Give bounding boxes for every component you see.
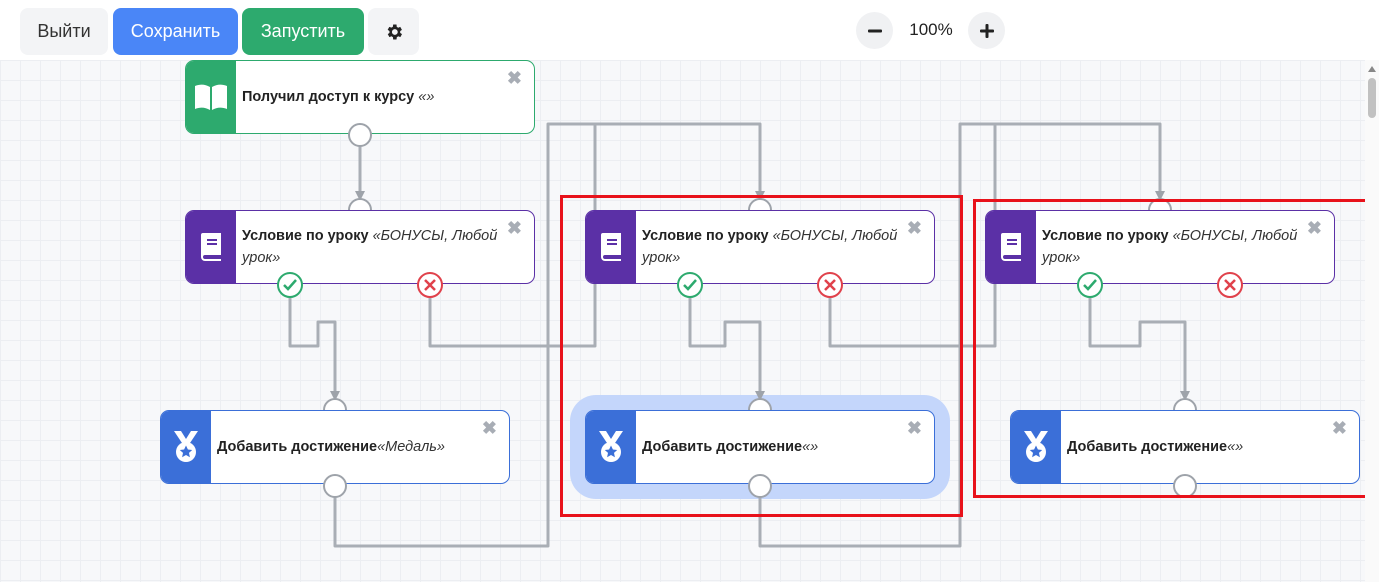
output-port[interactable] [748, 474, 772, 498]
x-icon [424, 279, 436, 291]
close-icon[interactable]: ✖ [506, 218, 522, 238]
zoom-level: 100% [909, 20, 953, 39]
yes-port[interactable] [677, 272, 703, 298]
node-title: Добавить достижение [217, 439, 378, 455]
no-port[interactable] [417, 272, 443, 298]
output-port[interactable] [348, 123, 372, 147]
node-value: «БОНУСЫ, Любой урок» [642, 228, 898, 266]
highlight-box [560, 195, 963, 517]
check-icon [283, 279, 297, 291]
medal-icon [1024, 431, 1048, 462]
add-achievement-node[interactable]: Добавить достижение«Медаль» ✖ [160, 410, 510, 484]
node-title: Условие по уроку [1042, 228, 1169, 244]
save-button[interactable]: Сохранить [113, 8, 238, 55]
check-icon [683, 279, 697, 291]
node-label: Условие по уроку «БОНУСЫ, Любой урок» [642, 211, 904, 283]
output-port[interactable] [323, 474, 347, 498]
node-value: «» [802, 439, 819, 455]
node-title: Условие по уроку [642, 228, 769, 244]
medal-icon [174, 431, 198, 462]
access-node-strip [186, 61, 236, 133]
zoom-in-button[interactable] [968, 12, 1005, 49]
lesson-condition-node[interactable]: Условие по уроку «БОНУСЫ, Любой урок» ✖ [585, 210, 935, 284]
toolbar: Выйти Сохранить Запустить 100% [0, 0, 1379, 61]
highlight-box [973, 199, 1370, 498]
node-label: Добавить достижение«» [1067, 411, 1329, 483]
achievement-node-strip [586, 411, 636, 483]
gear-icon [387, 24, 402, 39]
close-icon[interactable]: ✖ [506, 68, 522, 88]
node-label: Добавить достижение«» [642, 411, 904, 483]
lesson-condition-node[interactable]: Условие по уроку «БОНУСЫ, Любой урок» ✖ [985, 210, 1335, 284]
yes-port[interactable] [1077, 272, 1103, 298]
node-value: «» [1227, 439, 1244, 455]
no-port[interactable] [1217, 272, 1243, 298]
node-title: Добавить достижение [642, 439, 803, 455]
lesson-condition-node[interactable]: Условие по уроку «БОНУСЫ, Любой урок» ✖ [185, 210, 535, 284]
lesson-node-strip [986, 211, 1036, 283]
settings-button[interactable] [368, 8, 419, 55]
vertical-scrollbar[interactable] [1365, 60, 1379, 582]
node-title: Условие по уроку [242, 228, 369, 244]
close-icon[interactable]: ✖ [1331, 418, 1347, 438]
close-icon[interactable]: ✖ [1306, 218, 1322, 238]
exit-button[interactable]: Выйти [20, 8, 108, 55]
run-button[interactable]: Запустить [242, 8, 364, 55]
zoom-out-button[interactable] [856, 12, 893, 49]
medal-icon [599, 431, 623, 462]
node-value: «БОНУСЫ, Любой урок» [1042, 228, 1298, 266]
book-icon [601, 233, 621, 261]
node-label: Условие по уроку «БОНУСЫ, Любой урок» [1042, 211, 1304, 283]
x-icon [824, 279, 836, 291]
add-achievement-node-selected[interactable]: Добавить достижение«» ✖ [585, 410, 935, 484]
yes-port[interactable] [277, 272, 303, 298]
book-icon [201, 233, 221, 261]
open-book-icon [195, 84, 227, 110]
scrollbar-thumb[interactable] [1368, 78, 1376, 118]
node-title: Добавить достижение [1067, 439, 1228, 455]
close-icon[interactable]: ✖ [906, 218, 922, 238]
node-title: Получил доступ к курсу [242, 89, 415, 105]
no-port[interactable] [817, 272, 843, 298]
close-icon[interactable]: ✖ [906, 418, 922, 438]
access-trigger-node[interactable]: Получил доступ к курсу «» ✖ [185, 60, 535, 134]
close-icon[interactable]: ✖ [481, 418, 497, 438]
plus-icon [979, 23, 994, 38]
minus-icon [867, 29, 882, 32]
scroll-up-arrow[interactable] [1368, 66, 1376, 72]
output-port[interactable] [1173, 474, 1197, 498]
achievement-node-strip [161, 411, 211, 483]
node-value: «» [418, 89, 435, 105]
lesson-node-strip [586, 211, 636, 283]
node-label: Условие по уроку «БОНУСЫ, Любой урок» [242, 211, 504, 283]
lesson-node-strip [186, 211, 236, 283]
workflow-canvas[interactable]: Получил доступ к курсу «» ✖ Условие по у… [0, 60, 1379, 582]
book-icon [1001, 233, 1021, 261]
node-label: Получил доступ к курсу «» [242, 61, 504, 133]
x-icon [1224, 279, 1236, 291]
node-label: Добавить достижение«Медаль» [217, 411, 479, 483]
node-value: «Медаль» [377, 439, 445, 455]
check-icon [1083, 279, 1097, 291]
node-value: «БОНУСЫ, Любой урок» [242, 228, 498, 266]
achievement-node-strip [1011, 411, 1061, 483]
